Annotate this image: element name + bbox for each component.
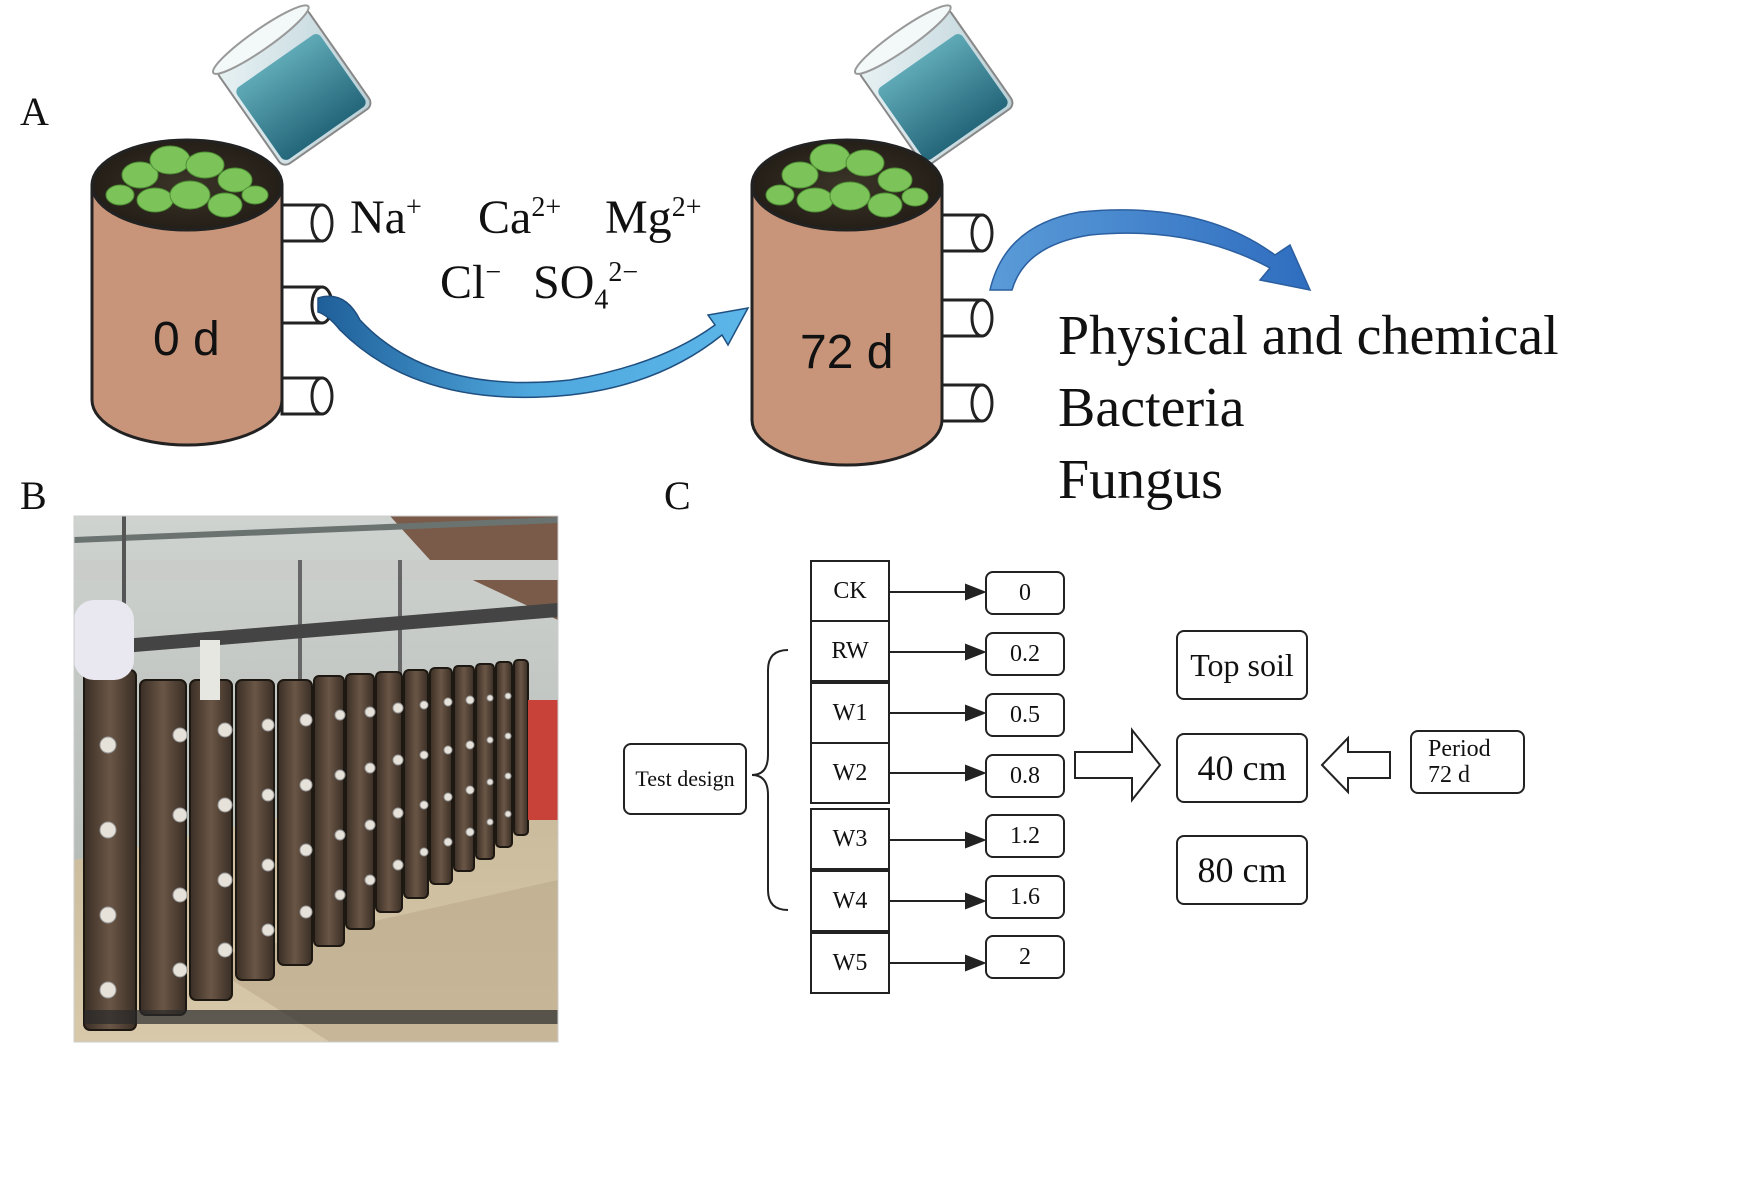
soil-column-end	[750, 138, 994, 467]
value-w2: 0.8	[985, 754, 1065, 798]
analysis-item-fungus: Fungus	[1058, 449, 1223, 511]
treatment-ck: CK	[810, 560, 890, 622]
beaker-icon-2	[853, 4, 1014, 166]
panel-label-c: C	[664, 473, 691, 518]
ion-so4: SO42−	[533, 256, 639, 316]
treatment-rw: RW	[810, 620, 890, 682]
analysis-arrow	[989, 209, 1312, 292]
analysis-list: Physical and chemical Bacteria Fungus	[1058, 300, 1559, 516]
treatment-w1: W1	[810, 682, 890, 744]
column-end-label: 72 d	[800, 326, 894, 379]
value-w5: 2	[985, 935, 1065, 979]
transfer-arrow	[317, 295, 750, 399]
period-box: Period 72 d	[1410, 730, 1525, 794]
value-w1: 0.5	[985, 693, 1065, 737]
test-design-box: Test design	[623, 743, 747, 815]
column-start-label: 0 d	[153, 313, 220, 366]
hollow-arrow-right	[1074, 727, 1162, 803]
value-w3: 1.2	[985, 814, 1065, 858]
treatment-w4: W4	[810, 870, 890, 932]
analysis-item-physical: Physical and chemical	[1058, 305, 1559, 367]
period-value: 72 d	[1428, 762, 1470, 788]
ion-na: Na+	[350, 191, 422, 244]
depth-topsoil: Top soil	[1176, 630, 1308, 700]
depth-40cm: 40 cm	[1176, 733, 1308, 803]
depth-80cm: 80 cm	[1176, 835, 1308, 905]
treatment-w2: W2	[810, 742, 890, 804]
analysis-item-bacteria: Bacteria	[1058, 377, 1245, 439]
panel-label-b: B	[20, 473, 47, 518]
hollow-arrow-left	[1320, 735, 1391, 795]
value-rw: 0.2	[985, 632, 1065, 676]
ion-mg: Mg2+	[605, 191, 702, 244]
beaker-icon-1	[211, 4, 372, 166]
panel-label-a: A	[20, 89, 49, 134]
treatment-w5: W5	[810, 932, 890, 994]
ion-cl: Cl−	[440, 256, 502, 309]
value-ck: 0	[985, 571, 1065, 615]
value-w4: 1.6	[985, 875, 1065, 919]
period-label: Period	[1428, 736, 1491, 762]
ion-ca: Ca2+	[478, 191, 562, 244]
treatment-w3: W3	[810, 808, 890, 870]
